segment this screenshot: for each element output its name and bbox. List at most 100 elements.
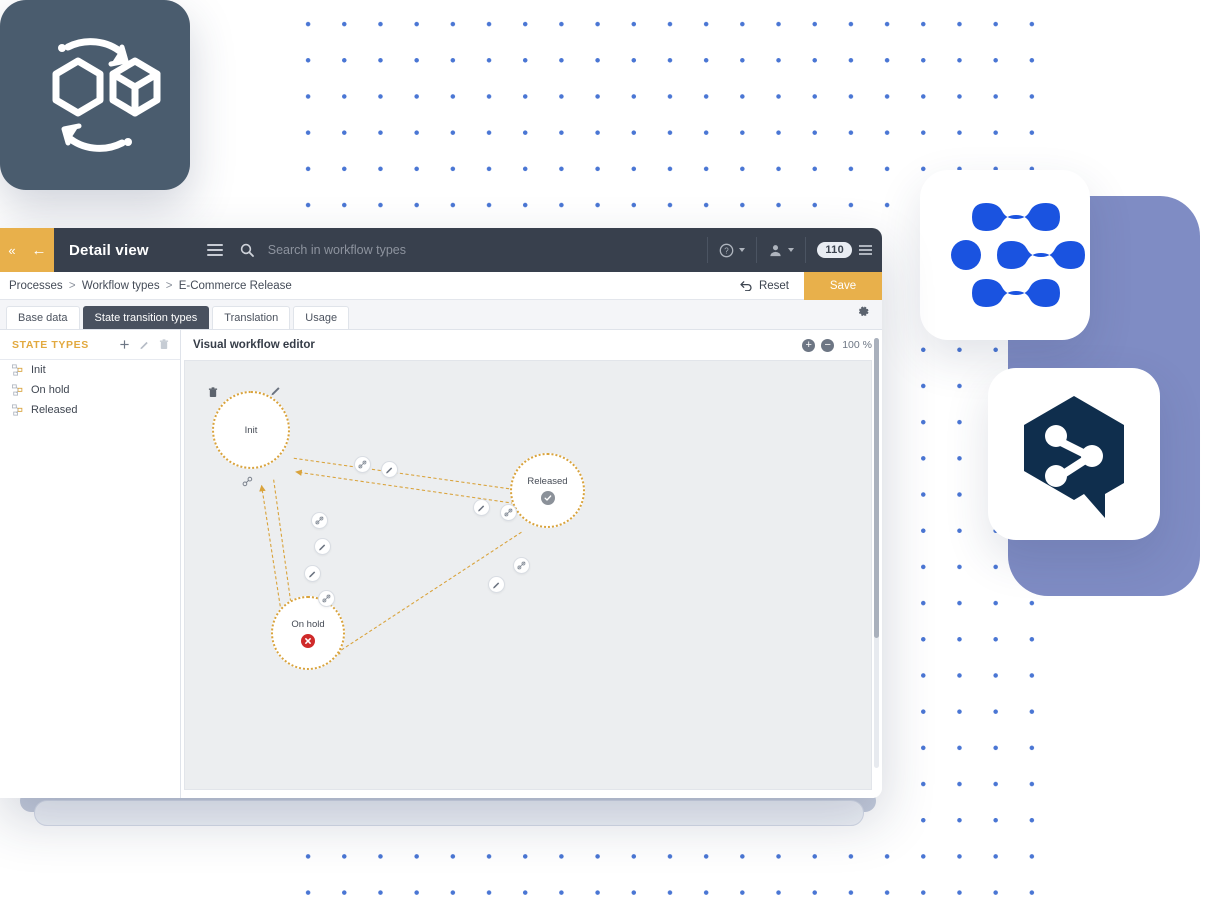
reset-button[interactable]: Reset	[725, 272, 804, 300]
hexagon-cube-transform-card	[0, 0, 190, 190]
workflow-node-init[interactable]: Init	[212, 391, 290, 469]
gear-icon[interactable]	[857, 305, 870, 323]
edge-edit-button[interactable]	[488, 576, 505, 593]
edge-edit-button[interactable]	[314, 538, 331, 555]
edge-edit-button[interactable]	[473, 499, 490, 516]
edit-state-type-button[interactable]	[139, 339, 150, 350]
undo-icon	[740, 281, 752, 291]
workflow-node-label: Released	[527, 476, 568, 487]
editor-zoom-controls: + − 100 %	[802, 338, 872, 352]
search-icon[interactable]	[240, 243, 254, 257]
help-circle-icon: ?	[720, 243, 734, 257]
reset-label: Reset	[758, 279, 789, 292]
status-badge-error	[301, 633, 315, 648]
breadcrumb-item-processes[interactable]: Processes	[9, 279, 63, 292]
edge-unlink-button[interactable]	[318, 590, 335, 607]
notification-badge-group[interactable]: 110	[806, 242, 852, 258]
zoom-out-button[interactable]: −	[821, 338, 835, 352]
back-button[interactable]: ←	[24, 228, 54, 272]
collapse-sidebar-button[interactable]: «	[0, 228, 24, 272]
breadcrumb: Processes > Workflow types > E-Commerce …	[0, 280, 292, 292]
edge-unlink-button[interactable]	[311, 512, 328, 529]
header-divider-3	[805, 237, 807, 263]
edge-edit-button[interactable]	[304, 565, 321, 582]
hexagon-cube-transform-icon	[52, 38, 161, 152]
edge-unlink-button[interactable]	[513, 557, 530, 574]
breadcrumb-item-current: E-Commerce Release	[178, 279, 292, 292]
pencil-icon	[478, 505, 485, 512]
node-delete-button[interactable]	[208, 385, 218, 403]
app-header: « ← Detail view ?	[0, 228, 882, 272]
unlink-icon	[358, 460, 367, 469]
tab-translation[interactable]: Translation	[212, 305, 291, 329]
gear-icon-glyph	[858, 306, 869, 317]
edge-edit-button[interactable]	[381, 461, 398, 478]
workflow-node-label: Init	[244, 424, 258, 436]
stacked-card-back	[34, 800, 864, 826]
list-item[interactable]: Init	[0, 360, 180, 380]
link-icon	[242, 476, 253, 487]
plus-icon	[120, 340, 129, 349]
breadcrumb-separator: >	[165, 279, 173, 292]
status-badge-ok	[540, 491, 555, 505]
tab-usage[interactable]: Usage	[293, 305, 350, 329]
chevron-down-icon	[739, 248, 746, 252]
breadcrumb-row: Processes > Workflow types > E-Commerce …	[0, 271, 882, 300]
application-window: « ← Detail view ?	[0, 228, 882, 798]
page-title: Detail view	[69, 241, 149, 259]
user-menu-button[interactable]	[757, 243, 805, 258]
unlink-icon	[315, 516, 324, 525]
zoom-level-label: 100 %	[842, 339, 872, 351]
list-menu-icon[interactable]	[859, 245, 872, 255]
brand-logo-navy	[1024, 396, 1124, 518]
window-scrollbar-thumb[interactable]	[874, 338, 879, 638]
node-link-button[interactable]	[242, 474, 253, 492]
edge-unlink-button[interactable]	[354, 456, 371, 473]
visual-workflow-editor-panel: Visual workflow editor + − 100 %	[181, 330, 882, 798]
pencil-icon	[140, 341, 148, 350]
state-types-header: STATE TYPES	[0, 330, 180, 360]
edge-unlink-button[interactable]	[500, 504, 517, 521]
header-divider-2	[756, 237, 758, 263]
unlink-icon	[322, 594, 331, 603]
tab-base-data[interactable]: Base data	[6, 305, 80, 329]
add-state-type-button[interactable]	[119, 339, 130, 350]
workflow-canvas-wrap: Init	[184, 360, 872, 790]
state-types-title: STATE TYPES	[12, 338, 89, 351]
tab-state-transition-types[interactable]: State transition types	[82, 305, 210, 329]
edge-init-released	[293, 457, 529, 494]
search-input[interactable]	[267, 243, 518, 257]
help-menu-button[interactable]: ?	[708, 243, 756, 258]
pencil-icon	[319, 544, 326, 551]
delete-state-type-button[interactable]	[159, 339, 169, 350]
zoom-in-button[interactable]: +	[802, 338, 816, 352]
edge-released-init	[295, 469, 526, 506]
list-item[interactable]: On hold	[0, 380, 180, 400]
brand-logo-navy-card	[988, 368, 1160, 540]
brand-logo-blue-card	[920, 170, 1090, 340]
app-body: STATE TYPES	[0, 330, 882, 798]
state-node-icon	[12, 384, 23, 396]
search-icon-glyph	[240, 243, 254, 257]
status-badge: 110	[817, 242, 852, 258]
brand-logo-blue	[951, 203, 1085, 307]
workflow-node-released[interactable]: Released	[510, 453, 585, 528]
workflow-canvas[interactable]: Init	[184, 360, 872, 790]
state-types-actions	[119, 339, 169, 350]
header-right-tools: ? 110	[707, 228, 882, 272]
breadcrumb-item-workflow-types[interactable]: Workflow types	[81, 279, 160, 292]
pencil-icon	[493, 582, 500, 589]
tab-row: Base data State transition types Transla…	[0, 300, 882, 330]
node-edit-button[interactable]	[270, 383, 282, 401]
workflow-node-onhold[interactable]: On hold	[271, 596, 345, 670]
pencil-icon	[386, 467, 393, 474]
state-node-icon	[12, 364, 23, 376]
save-button[interactable]: Save	[804, 271, 882, 300]
list-item-label: On hold	[31, 384, 70, 396]
hamburger-icon[interactable]	[206, 244, 223, 256]
user-icon	[770, 244, 781, 256]
edge-init-onhold	[273, 479, 301, 654]
window-scrollbar[interactable]	[874, 338, 879, 768]
list-item[interactable]: Released	[0, 400, 180, 420]
check-circle-icon	[544, 495, 551, 501]
